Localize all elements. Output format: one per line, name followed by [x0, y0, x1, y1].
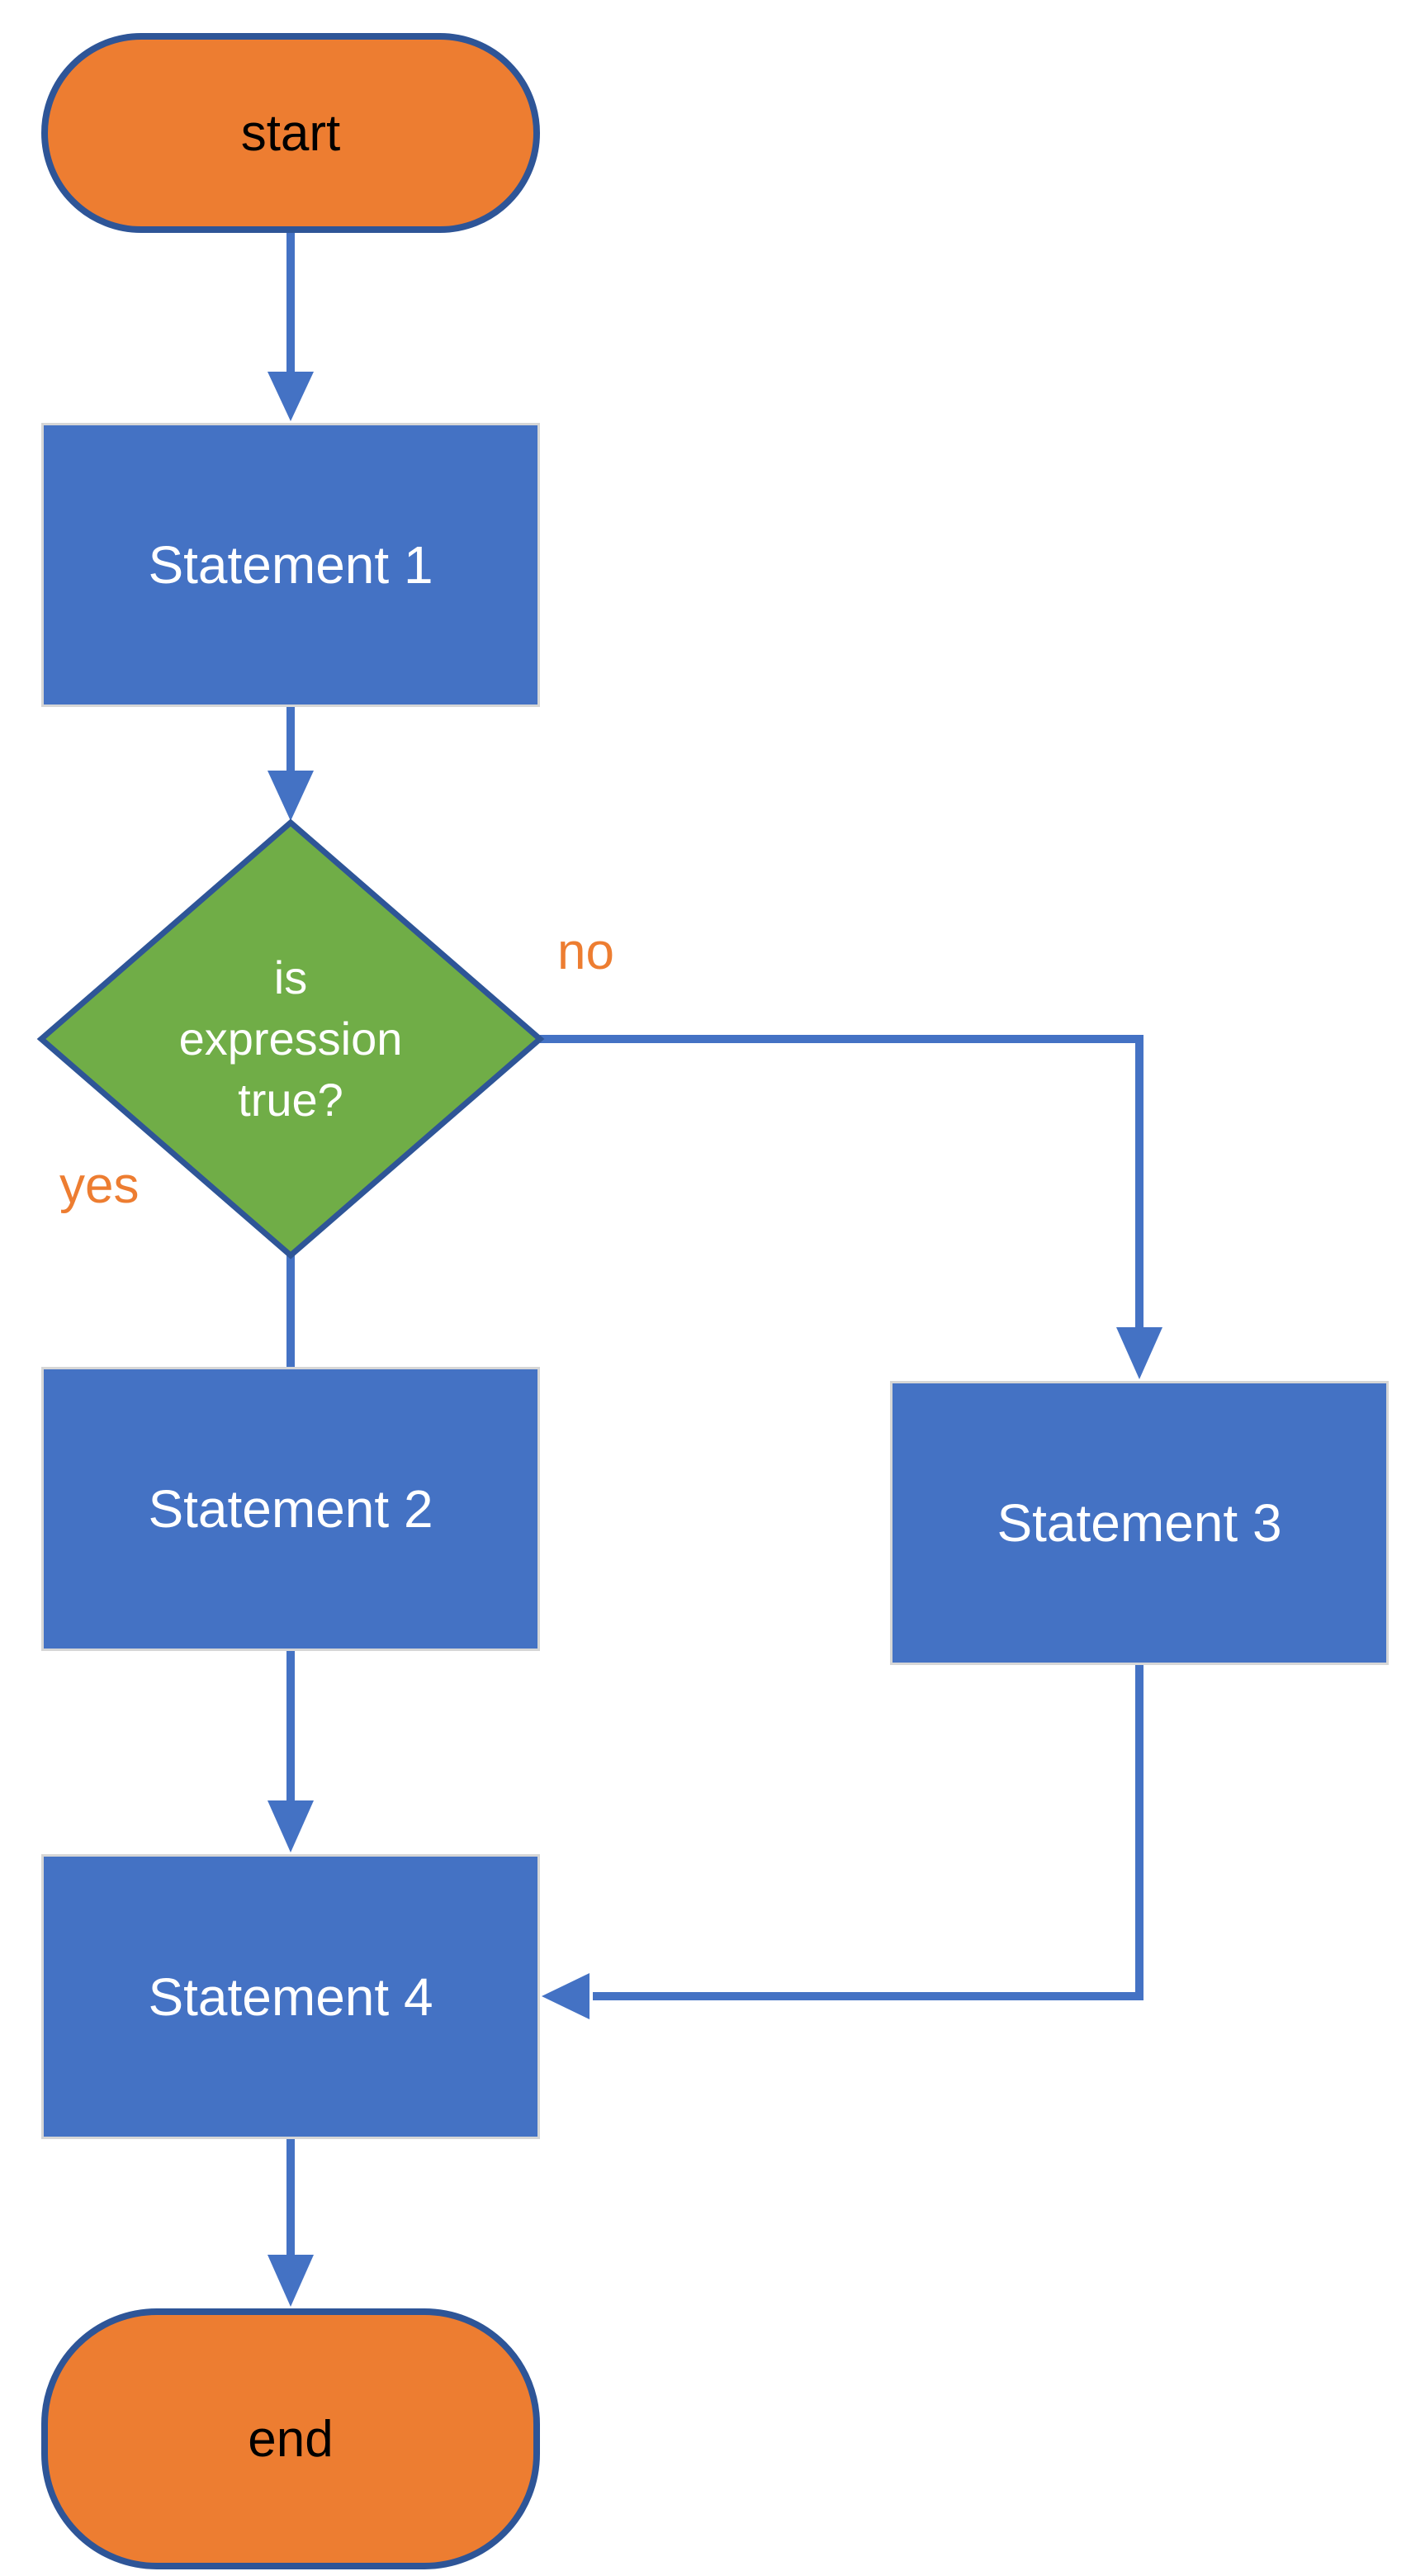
arrowhead-into-statement4-right [542, 1973, 589, 2019]
no-branch-label: no [557, 923, 614, 980]
arrowhead-into-statement3 [1116, 1327, 1162, 1379]
decision-node-label: is expression true? [125, 915, 456, 1163]
statement4-node-label: Statement 4 [148, 1966, 433, 2027]
arrowhead-into-end [268, 2255, 314, 2307]
statement4-node: Statement 4 [41, 1854, 540, 2139]
start-node: start [41, 33, 540, 233]
start-node-label: start [240, 104, 341, 162]
edge-decision-no-to-statement3 [540, 1035, 1143, 1331]
decision-diamond-shape [36, 818, 545, 1260]
arrowhead-into-decision [268, 771, 314, 821]
end-node: end [41, 2308, 540, 2569]
edge-statement3-to-statement4 [593, 1663, 1143, 2000]
end-node-label: end [248, 2410, 334, 2468]
statement2-node-label: Statement 2 [148, 1479, 433, 1539]
statement2-node: Statement 2 [41, 1367, 540, 1651]
statement3-node: Statement 3 [890, 1381, 1389, 1665]
yes-branch-label: yes [59, 1157, 140, 1214]
decision-label-line3: true? [238, 1073, 343, 1126]
statement3-node-label: Statement 3 [997, 1493, 1282, 1553]
statement1-node: Statement 1 [41, 423, 540, 707]
statement1-node-label: Statement 1 [148, 535, 433, 595]
arrowhead-into-statement4-top [268, 1800, 314, 1853]
decision-label-line2: expression [178, 1013, 403, 1065]
arrowhead-into-statement1 [268, 372, 314, 421]
decision-label-line1: is [273, 951, 308, 1004]
